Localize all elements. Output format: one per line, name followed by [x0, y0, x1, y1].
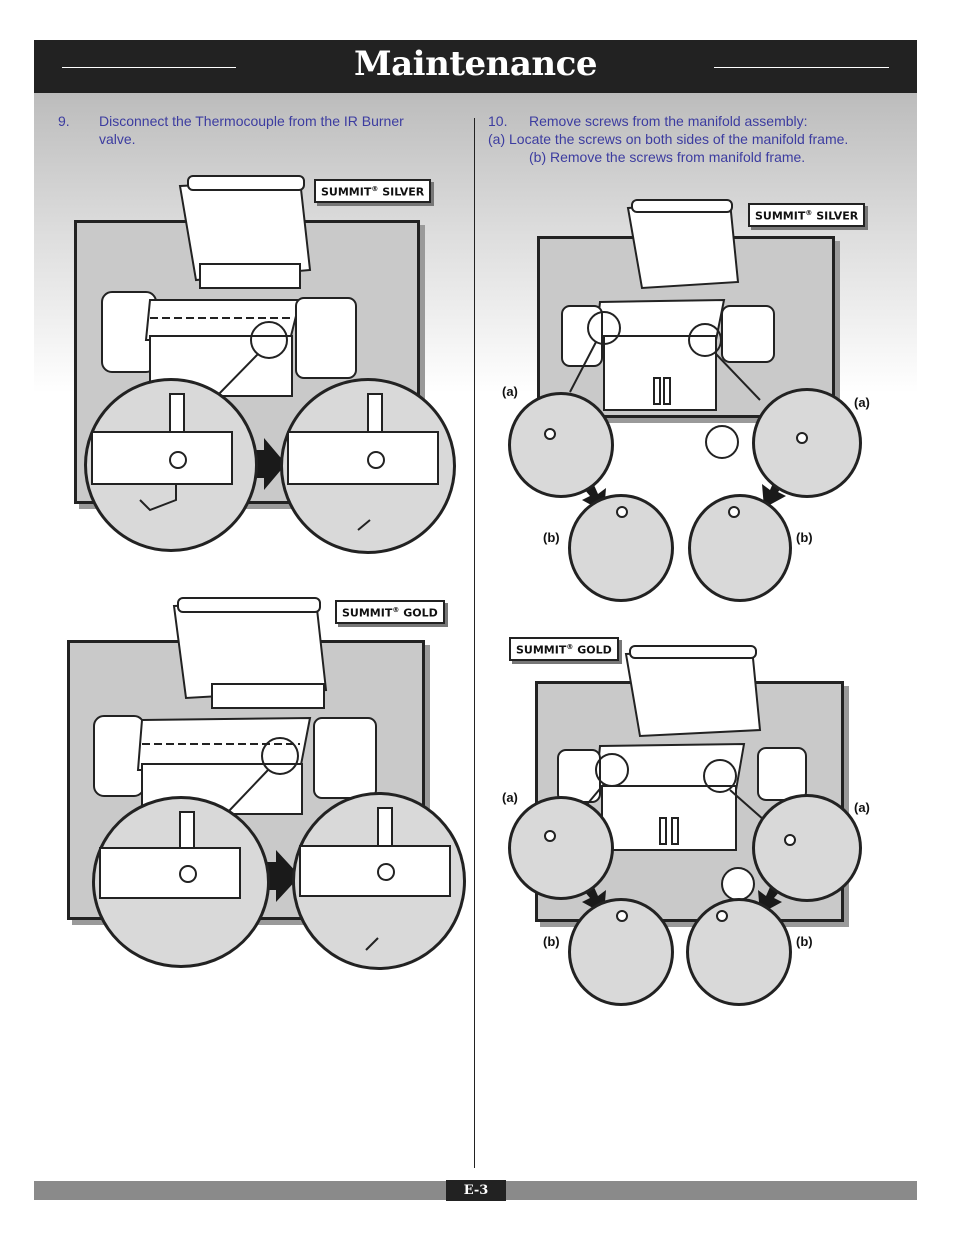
callout-a-gold-right: (a): [854, 800, 870, 815]
zoom-detail-10-silver-b-right: [688, 494, 792, 602]
step-9-number: 9.: [58, 113, 70, 129]
page-header: Maintenance: [34, 40, 917, 93]
zoom-detail-10-silver-a-right: [752, 388, 862, 498]
page-title: Maintenance: [354, 44, 597, 84]
zoom-detail-10-gold-a-left: [508, 796, 614, 900]
badge-brand: SUMMIT: [755, 209, 806, 223]
badge-model: SILVER: [382, 185, 425, 199]
step-10-sub-a: (a) Locate the screws on both sides of t…: [488, 131, 849, 147]
column-divider: [474, 118, 475, 1168]
badge-model: GOLD: [403, 606, 438, 620]
step-10-number: 10.: [488, 113, 508, 129]
badge-model: SILVER: [816, 209, 859, 223]
callout-b-gold-right: (b): [796, 934, 813, 949]
summit-silver-badge-left: SUMMIT® SILVER: [314, 179, 432, 203]
callout-a-gold-left: (a): [502, 790, 518, 805]
zoom-detail-10-gold-b-right: [686, 898, 792, 1006]
callout-b-silver-right: (b): [796, 530, 813, 545]
callout-a-silver-right: (a): [854, 395, 870, 410]
header-rule-left: [62, 67, 236, 68]
grill-drawing-9-silver: [101, 175, 357, 397]
summit-silver-badge-right: SUMMIT® SILVER: [748, 203, 866, 227]
callout-a-silver-left: (a): [502, 384, 518, 399]
badge-model: GOLD: [577, 643, 612, 657]
zoom-detail-10-silver-a-left: [508, 392, 614, 498]
badge-brand: SUMMIT: [321, 185, 372, 199]
callout-b-gold-left: (b): [543, 934, 560, 949]
badge-brand: SUMMIT: [516, 643, 567, 657]
registered-mark: ®: [566, 643, 574, 651]
registered-mark: ®: [371, 185, 379, 193]
summit-gold-badge-left: SUMMIT® GOLD: [335, 600, 445, 624]
zoom-detail-10-gold-b-left: [568, 898, 674, 1006]
callout-b-silver-left: (b): [543, 530, 560, 545]
badge-brand: SUMMIT: [342, 606, 393, 620]
registered-mark: ®: [805, 209, 813, 217]
step-10-instruction: 10. Remove screws from the manifold asse…: [488, 112, 908, 168]
registered-mark: ®: [392, 606, 400, 614]
grill-drawing-10-gold: [557, 645, 807, 901]
header-rule-right: [714, 67, 889, 68]
page-number: E-3: [446, 1180, 506, 1201]
step-9-instruction: 9. Disconnect the Thermocouple from the …: [58, 112, 458, 152]
zoom-detail-10-gold-a-right: [752, 794, 862, 902]
grill-drawing-10-silver: [561, 199, 775, 459]
step-9-text: Disconnect the Thermocouple from the IR …: [99, 113, 404, 147]
grill-drawing-9-gold: [93, 597, 377, 815]
summit-gold-badge-right: SUMMIT® GOLD: [509, 637, 619, 661]
step-10-text: Remove screws from the manifold assembly…: [529, 113, 808, 129]
step-10-sub-b: (b) Remove the screws from manifold fram…: [529, 149, 806, 165]
